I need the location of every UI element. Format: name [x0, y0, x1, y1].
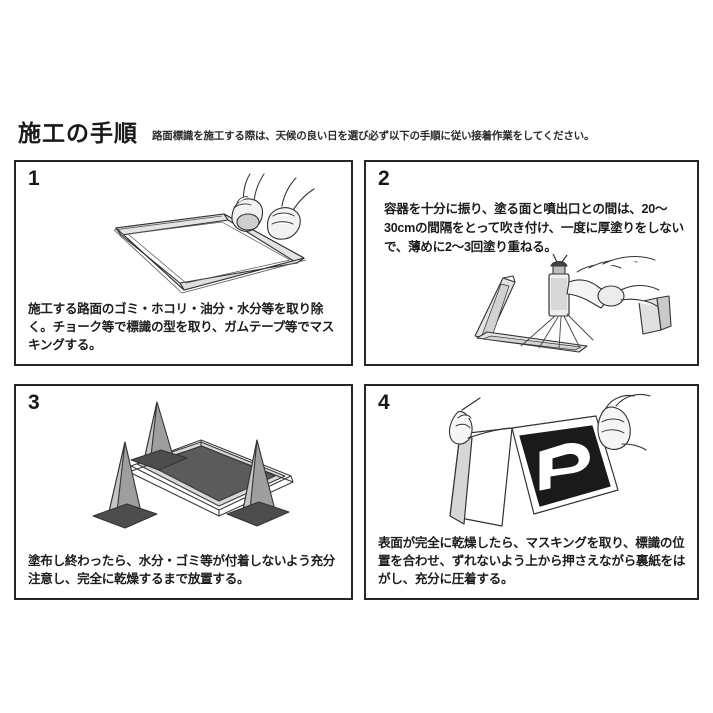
step-panel-3: 3: [14, 384, 353, 600]
step-number-2: 2: [378, 167, 390, 190]
header: 施工の手順 路面標識を施工する際は、天候の良い日を選び必ず以下の手順に従い接着作…: [18, 113, 698, 145]
step-panel-1: 1: [14, 160, 353, 366]
step-caption-4: 表面が完全に乾燥したら、マスキングを取り、標識の位置を合わせ、ずれないよう上から…: [378, 536, 686, 587]
illustration-masking-tape-frame: [76, 173, 341, 311]
page-title: 施工の手順: [18, 120, 138, 146]
step-number-3: 3: [28, 391, 40, 414]
step-caption-3: 塗布し終わったら、水分・ゴミ等が付着しないよう充分注意し、完全に乾燥するまで放置…: [28, 554, 336, 587]
illustration-traffic-cones: [71, 392, 321, 532]
step-panel-2: 2 容器を十分に振り、塗る面と噴出口との間は、20〜30cmの間隔をとって吹き付…: [364, 160, 699, 366]
step-number-1: 1: [28, 167, 40, 190]
step-caption-2: 容器を十分に振り、塗る面と噴出口との間は、20〜30cmの間隔をとって吹き付け、…: [384, 202, 684, 255]
step-caption-1: 施工する路面のゴミ・ホコリ・油分・水分等を取り除く。チョーク等で標識の型を取り、…: [28, 302, 335, 353]
step-panel-4: 4: [364, 384, 699, 600]
header-subtitle: 路面標識を施工する際は、天候の良い日を選び必ず以下の手順に従い接着作業をしてくだ…: [152, 130, 595, 142]
illustration-spray-can: [461, 253, 696, 360]
illustration-peeling-sign: [436, 393, 686, 534]
step-number-4: 4: [378, 391, 390, 414]
